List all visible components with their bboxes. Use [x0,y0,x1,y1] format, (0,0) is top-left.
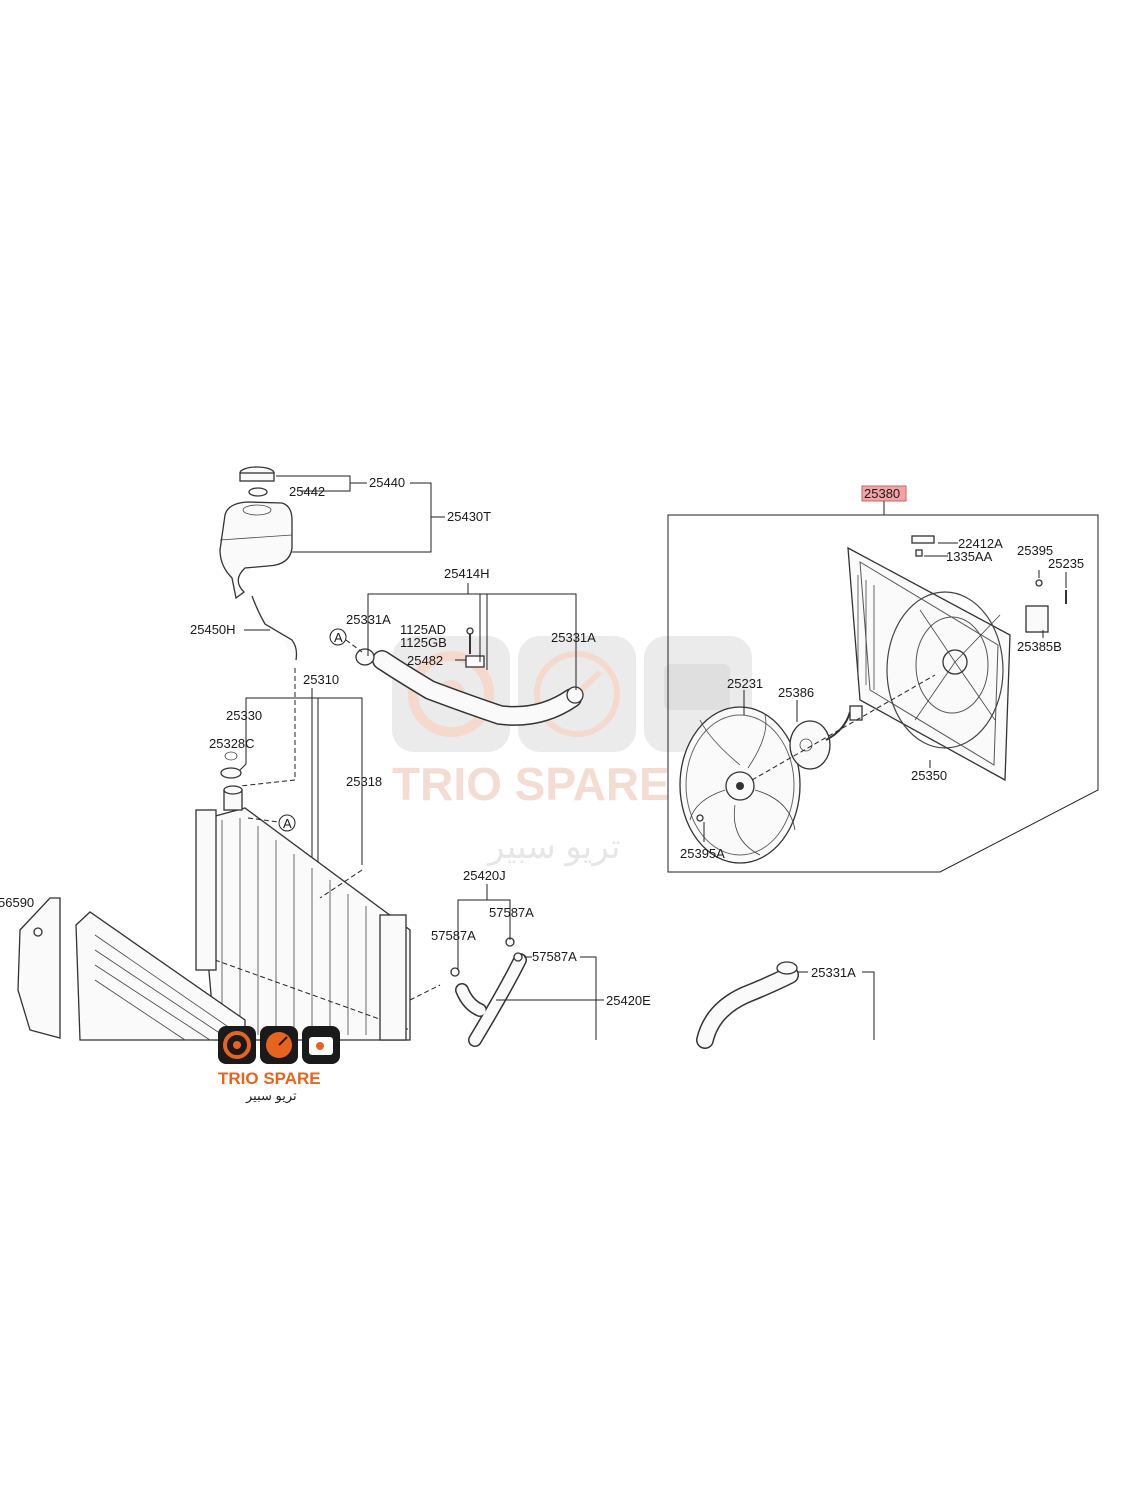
label-25395a: 25395A [680,846,725,861]
label-25331a-right: 25331A [551,630,596,645]
label-25318: 25318 [346,774,382,789]
label-57587a-3: 57587A [532,949,577,964]
side-bracket [17,897,61,1039]
drain-plug [224,751,238,761]
label-1335aa: 1335AA [946,549,993,564]
logo-arabic: تريو سبير [245,1088,297,1104]
screw-25395a [696,814,704,822]
label-25430t: 25430T [447,509,491,524]
label-56590: 56590 [0,895,34,910]
label-25386: 25386 [778,685,814,700]
watermark-arabic: تريو سبير [486,828,620,867]
hose-clamp-right [566,686,584,704]
left-edge-group: 56590 [0,895,246,1041]
label-25331a-left: 25331A [346,612,391,627]
radiator-tank-right [379,914,407,1041]
cap-seal [248,487,268,497]
reservoir-hose [251,595,298,661]
label-25235: 25235 [1048,556,1084,571]
upper-hose-group: A 25414H 25331A 1125AD 1125GB 25482 2533… [329,566,596,726]
screw-25395 [1035,579,1043,587]
label-25380: 25380 [864,486,900,501]
label-25420j: 25420J [463,868,506,883]
coolant-reservoir [219,501,293,600]
label-25395: 25395 [1017,543,1053,558]
label-25482: 25482 [407,653,443,668]
label-25450h: 25450H [190,622,236,637]
ref-a-marker-2 [278,814,296,832]
brand-logo: TRIO SPARE تريو سبير [218,1026,340,1104]
radiator-tank-left [195,809,217,971]
logo-brand: TRIO SPARE [218,1069,321,1088]
label-22412a: 22412A [958,536,1003,551]
ref-a-label-2: A [283,816,292,831]
fan-shroud [847,546,1011,782]
label-25440: 25440 [369,475,405,490]
assembly-outline [667,514,1099,873]
label-25350: 25350 [911,768,947,783]
fan-assembly-group: 25380 [667,485,1099,873]
hose-bracket [465,655,485,668]
label-57587a-1: 57587A [489,905,534,920]
label-57587a-2: 57587A [431,928,476,943]
label-25420e: 25420E [606,993,651,1008]
label-25231: 25231 [727,676,763,691]
hose-clamp-left [355,648,375,666]
oring [220,767,242,779]
label-25442: 25442 [289,484,325,499]
lower-hose-clamp [776,961,798,975]
label-25330: 25330 [226,708,262,723]
ref-a-label: A [334,630,343,645]
shroud-ring [886,591,1004,749]
label-25331a-lower: 25331A [811,965,856,980]
label-1125gb: 1125GB [400,635,447,650]
reservoir-group: 25440 25442 25430T 25450H [190,466,491,787]
label-25414h: 25414H [444,566,490,581]
label-25328c: 25328C [209,736,255,751]
fan-motor [789,720,831,770]
fan-resistor [1025,605,1049,633]
label-25385b: 25385B [1017,639,1062,654]
label-1125ad: 1125AD [400,622,446,637]
lower-hose-group: 25420J 57587A 57587A 57587A 25420E 25331… [431,868,875,1049]
wire-clip [911,535,935,544]
radiator-group: A 25310 25330 25328C 25318 [195,672,441,1041]
watermark-brand: TRIO SPARE [392,758,670,810]
ref-a-marker [329,628,347,646]
label-25310: 25310 [303,672,339,687]
